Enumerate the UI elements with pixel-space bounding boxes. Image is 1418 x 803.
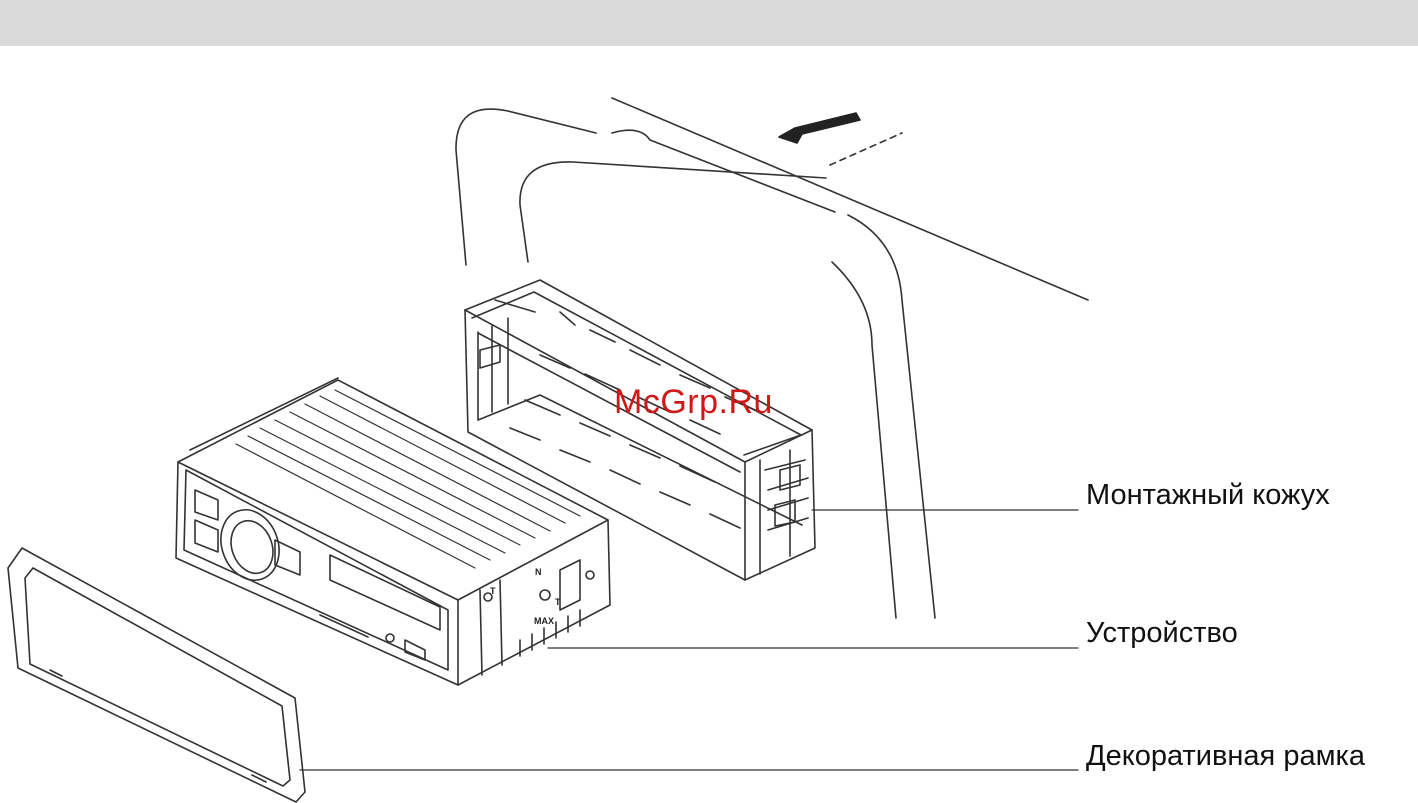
unit-marking-max: MAX <box>534 616 554 626</box>
unit-marking-t: T <box>490 586 496 596</box>
decorative-frame <box>8 548 305 802</box>
head-unit <box>176 378 610 685</box>
insert-direction-arrow <box>779 113 902 165</box>
leader-lines <box>300 510 1078 770</box>
dashboard-opening <box>456 98 1088 618</box>
mounting-sleeve <box>465 280 815 580</box>
watermark-text: McGrp.Ru <box>614 385 773 419</box>
unit-marking-n: N <box>535 567 542 577</box>
label-decorative-frame: Декоративная рамка <box>1086 742 1365 771</box>
label-unit: Устройство <box>1086 619 1238 648</box>
unit-marking-t2: T <box>555 597 561 607</box>
label-mounting-sleeve: Монтажный кожух <box>1086 481 1330 510</box>
